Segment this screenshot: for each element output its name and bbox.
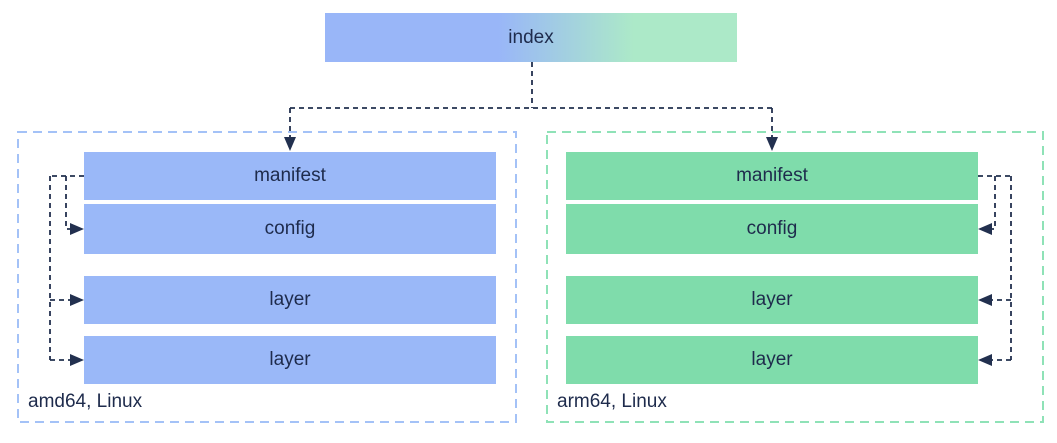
connector-arm64-to-config — [992, 176, 996, 230]
arm64-config-node: config — [566, 204, 978, 254]
amd64-layer2-node: layer — [84, 336, 496, 384]
arrow-down-icon — [284, 137, 296, 151]
arrow-left-icon — [978, 223, 992, 235]
arm64-group-caption: arm64, Linux — [557, 391, 667, 412]
node-label: layer — [751, 349, 793, 370]
index-label: index — [508, 26, 554, 48]
arm64-layer1-node: layer — [566, 276, 978, 324]
arrow-right-icon — [70, 223, 84, 235]
node-label: layer — [269, 349, 311, 370]
arm64-manifest-node: manifest — [566, 152, 978, 200]
connector-amd64-to-config — [65, 176, 70, 230]
amd64-config-node: config — [84, 204, 496, 254]
node-label: config — [264, 218, 316, 239]
index-node: index — [325, 13, 737, 62]
node-label: manifest — [254, 165, 326, 186]
arrow-left-icon — [978, 354, 992, 366]
node-label: config — [746, 218, 798, 239]
node-label: manifest — [736, 165, 808, 186]
amd64-layer1-node: layer — [84, 276, 496, 324]
amd64-group-caption: amd64, Linux — [28, 391, 143, 412]
node-label: layer — [751, 289, 793, 310]
node-label: layer — [269, 289, 311, 310]
arm64-layer2-node: layer — [566, 336, 978, 384]
arrow-right-icon — [70, 294, 84, 306]
arrow-left-icon — [978, 294, 992, 306]
amd64-manifest-node: manifest — [84, 152, 496, 200]
arrow-right-icon — [70, 354, 84, 366]
arrow-down-icon — [766, 137, 778, 151]
